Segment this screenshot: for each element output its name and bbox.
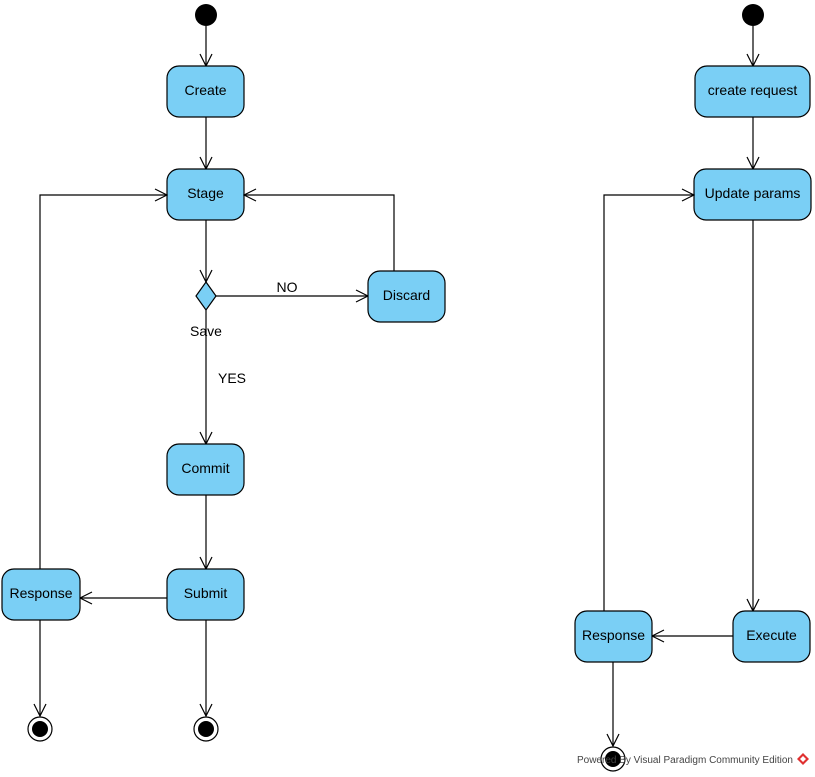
initial-node-right — [742, 4, 764, 26]
action-stage[interactable]: Stage — [166, 168, 245, 221]
action-discard[interactable]: Discard — [367, 270, 446, 323]
powered-by-text: Powered By Visual Paradigm Community Edi… — [577, 755, 793, 766]
action-response-left-label: Response — [9, 585, 72, 601]
action-execute[interactable]: Execute — [732, 610, 811, 663]
action-create-request[interactable]: create request — [694, 65, 811, 118]
initial-node-left — [195, 4, 217, 26]
edge-discard-stage — [244, 195, 395, 271]
action-submit[interactable]: Submit — [166, 568, 245, 621]
action-update-params-label: Update params — [705, 185, 801, 201]
edge-response-stage — [39, 195, 167, 569]
action-execute-label: Execute — [746, 627, 797, 643]
action-discard-label: Discard — [383, 287, 430, 303]
visual-paradigm-logo-icon — [797, 753, 809, 765]
action-update-params[interactable]: Update params — [693, 168, 812, 221]
action-submit-label: Submit — [184, 585, 228, 601]
final-node-left-1 — [27, 716, 53, 742]
action-response-right[interactable]: Response — [574, 610, 653, 663]
decision-node-save[interactable] — [195, 280, 217, 312]
final-node-right — [600, 746, 626, 772]
action-create-label: Create — [184, 82, 226, 98]
action-response-right-label: Response — [582, 627, 645, 643]
action-response-left[interactable]: Response — [1, 568, 81, 621]
action-create[interactable]: Create — [166, 65, 245, 118]
action-commit-label: Commit — [181, 460, 229, 476]
edge-response-update — [603, 195, 694, 611]
action-create-request-label: create request — [708, 82, 798, 98]
final-node-left-2 — [193, 716, 219, 742]
action-commit[interactable]: Commit — [166, 443, 245, 496]
edge-label-no: NO — [277, 279, 298, 295]
action-stage-label: Stage — [187, 185, 224, 201]
edge-label-yes: YES — [218, 370, 246, 386]
